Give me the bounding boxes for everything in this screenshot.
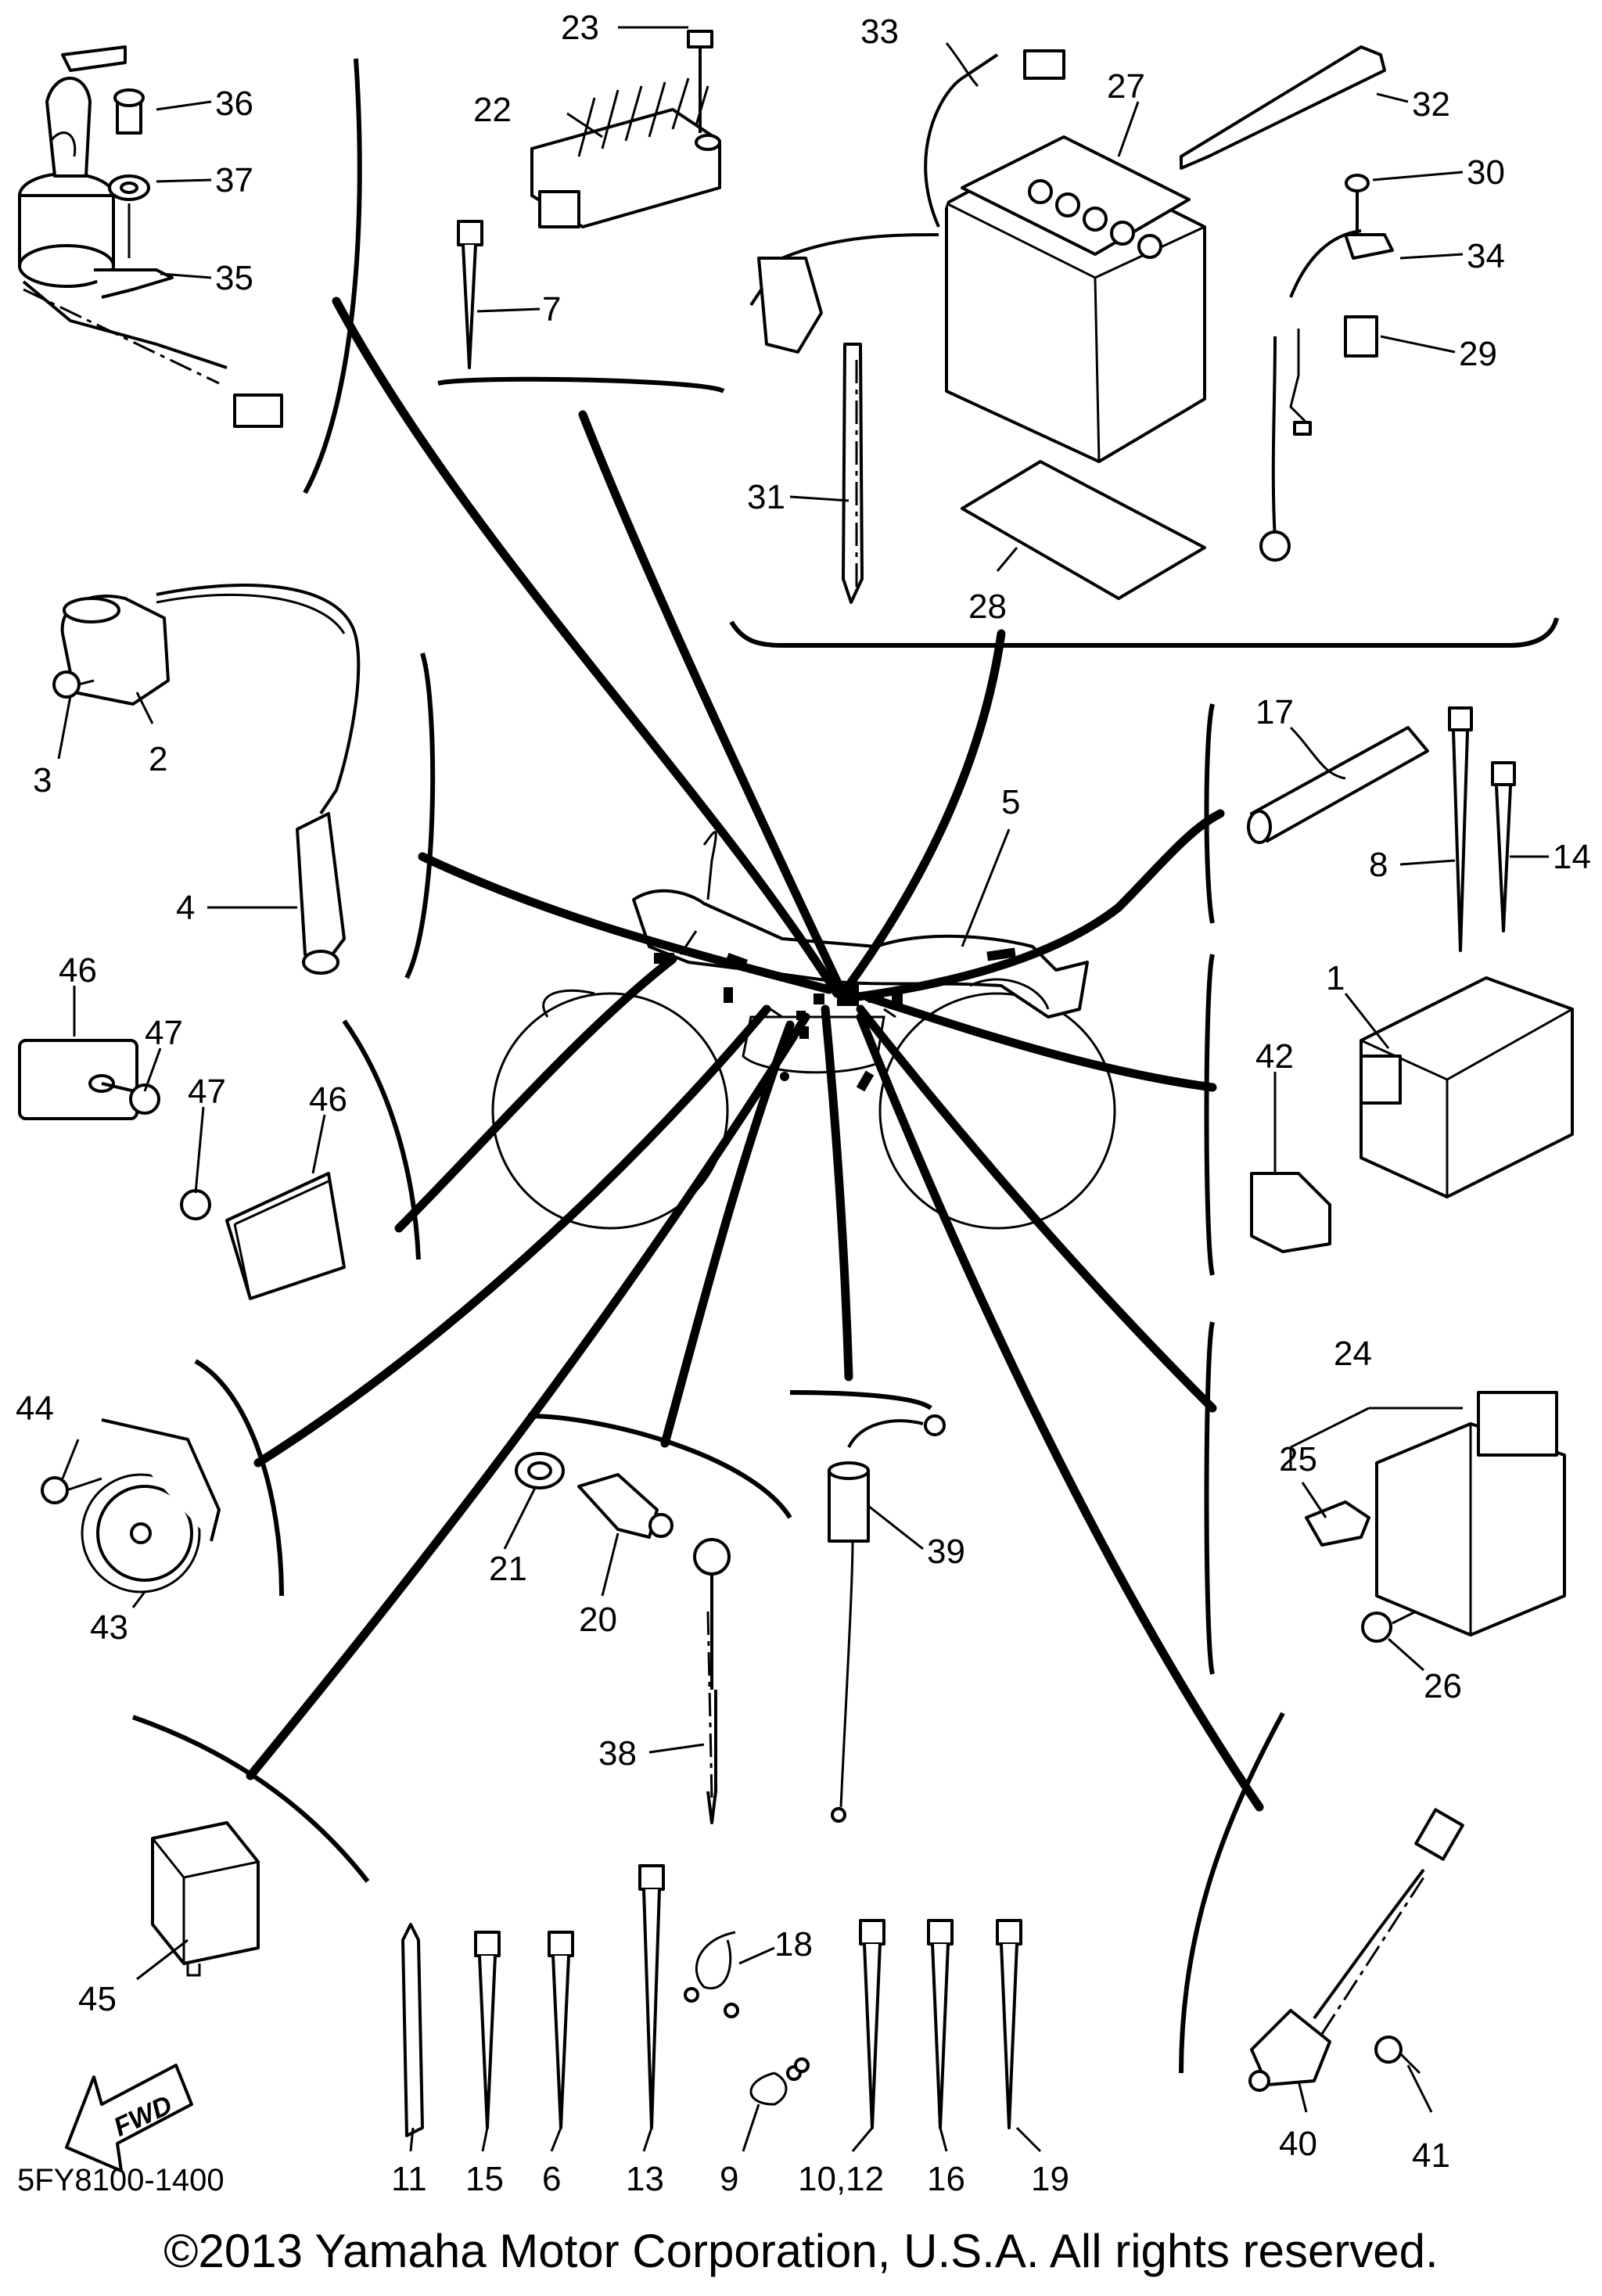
bottom-cable-ties [401, 1864, 1022, 2137]
callout-3: 3 [33, 761, 52, 799]
callout-27: 27 [1107, 67, 1145, 106]
callout-4: 4 [176, 889, 195, 927]
callout-41: 41 [1412, 2136, 1450, 2175]
callout-44: 44 [16, 1389, 54, 1428]
fwd-arrow: FWD [65, 2064, 193, 2172]
horn-drawing [41, 1418, 221, 1594]
callout-39: 39 [927, 1532, 965, 1571]
callout-29: 29 [1459, 335, 1497, 373]
callout-47b: 47 [188, 1073, 226, 1111]
callout-24: 24 [1334, 1335, 1372, 1373]
callout-10-12: 10,12 [798, 2160, 884, 2198]
battery-drawing [749, 45, 1394, 604]
callout-36: 36 [215, 84, 253, 123]
callout-20: 20 [579, 1601, 617, 1639]
callout-numbers: 36 37 35 23 22 7 33 27 32 30 34 29 31 28… [16, 9, 1591, 2198]
callout-23: 23 [561, 9, 599, 47]
starter-relay-drawing [1305, 1391, 1566, 1643]
callout-17: 17 [1255, 693, 1294, 731]
callout-22: 22 [473, 91, 512, 129]
main-switch-drawing [18, 45, 283, 428]
callout-2: 2 [149, 740, 167, 778]
group-brackets [132, 58, 1559, 2074]
callout-37: 37 [215, 161, 253, 199]
callout-14: 14 [1553, 838, 1591, 876]
fuel-unit-drawing [1248, 1808, 1464, 2092]
callout-38: 38 [598, 1734, 637, 1773]
cable-tie-7-drawing [457, 220, 483, 369]
callout-34: 34 [1467, 237, 1505, 275]
callout-26: 26 [1424, 1667, 1462, 1705]
callout-7: 7 [542, 290, 561, 329]
callout-46b: 46 [309, 1080, 347, 1119]
callout-33: 33 [860, 13, 899, 51]
callout-46a: 46 [59, 951, 97, 990]
callout-16: 16 [927, 2160, 965, 2198]
callout-47a: 47 [145, 1014, 183, 1052]
tube-and-ties-drawing [1247, 706, 1516, 952]
ignition-coil-drawing [52, 584, 361, 975]
copyright-notice: ©2013 Yamaha Motor Corporation, U.S.A. A… [163, 2225, 1438, 2277]
leader-lines [57, 26, 1549, 2153]
stop-switch-drawing [828, 1414, 946, 1823]
callout-9: 9 [720, 2160, 738, 2198]
callout-11: 11 [391, 2160, 427, 2198]
callout-8: 8 [1369, 846, 1388, 884]
callout-19: 19 [1031, 2160, 1069, 2198]
rectifier-regulator-drawing [530, 30, 721, 228]
reflector-drawing [18, 1039, 346, 1300]
callout-18: 18 [774, 1925, 813, 1964]
diagram-code: 5FY8100-1400 [17, 2163, 224, 2197]
neutral-switch-drawing [515, 1452, 731, 1824]
relay-drawing [151, 1821, 260, 1977]
callout-45: 45 [78, 1980, 117, 2018]
callout-13: 13 [626, 2160, 664, 2198]
callout-30: 30 [1467, 153, 1505, 192]
callout-35: 35 [215, 259, 253, 297]
callout-43: 43 [90, 1608, 128, 1647]
callout-42: 42 [1255, 1037, 1294, 1076]
callout-32: 32 [1412, 85, 1450, 124]
callout-40: 40 [1279, 2125, 1317, 2163]
connector-lines [246, 296, 1264, 1812]
callout-5: 5 [1001, 783, 1020, 821]
callout-21: 21 [489, 1550, 527, 1588]
callout-31: 31 [747, 478, 785, 516]
callout-15: 15 [465, 2160, 504, 2198]
callout-1: 1 [1326, 959, 1345, 997]
callout-25: 25 [1279, 1440, 1317, 1479]
cdi-unit-drawing [1250, 976, 1574, 1253]
callout-28: 28 [968, 587, 1007, 626]
callout-6: 6 [542, 2160, 561, 2198]
